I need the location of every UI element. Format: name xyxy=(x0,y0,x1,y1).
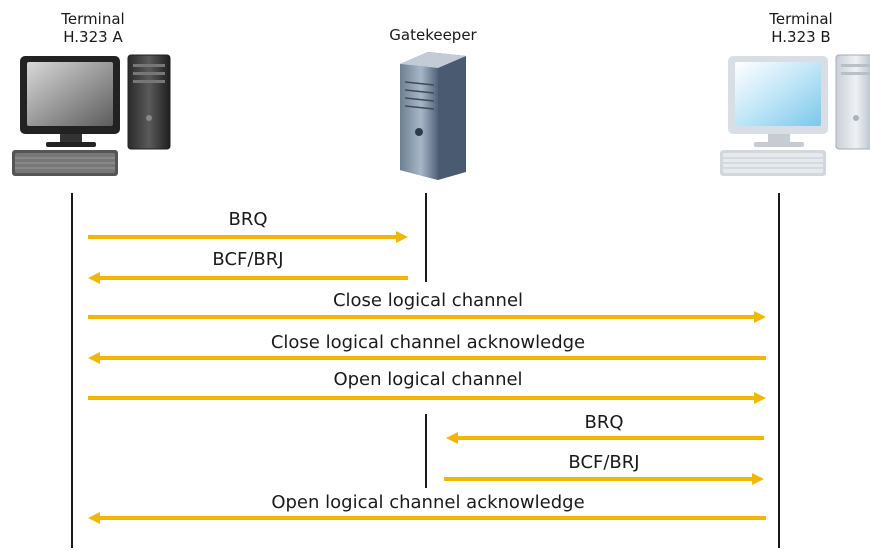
message-4: Close logical channel acknowledge xyxy=(88,332,766,364)
terminal-b-subtitle: H.323 B xyxy=(771,28,831,46)
message-6-label: BRQ xyxy=(584,412,623,433)
message-3: Close logical channel xyxy=(88,290,766,323)
terminal-a-title: Terminal xyxy=(61,10,125,28)
arrowhead-right-icon xyxy=(754,311,766,323)
arrowhead-left-icon xyxy=(88,272,100,284)
message-7-label: BCF/BRJ xyxy=(568,452,639,473)
message-4-label: Close logical channel acknowledge xyxy=(271,332,585,353)
arrowhead-left-icon xyxy=(88,352,100,364)
gatekeeper-server-icon xyxy=(400,52,466,180)
terminal-a-computer-icon xyxy=(12,54,171,176)
message-5-label: Open logical channel xyxy=(333,369,522,390)
arrowhead-right-icon xyxy=(754,392,766,404)
terminal-b-title: Terminal xyxy=(769,10,833,28)
message-8-label: Open logical channel acknowledge xyxy=(271,492,584,513)
message-2: BCF/BRJ xyxy=(88,249,408,284)
terminal-a-header: Terminal H.323 A xyxy=(28,10,158,46)
arrowhead-left-icon xyxy=(88,512,100,524)
message-2-label: BCF/BRJ xyxy=(212,249,283,270)
gatekeeper-header: Gatekeeper xyxy=(368,26,498,44)
message-6: BRQ xyxy=(446,412,764,444)
message-1: BRQ xyxy=(88,209,408,243)
terminal-b-header: Terminal H.323 B xyxy=(736,10,866,46)
message-5: Open logical channel xyxy=(88,369,766,404)
terminal-a-subtitle: H.323 A xyxy=(63,28,123,46)
gatekeeper-title: Gatekeeper xyxy=(389,26,477,44)
message-8: Open logical channel acknowledge xyxy=(88,492,766,524)
arrowhead-left-icon xyxy=(446,432,458,444)
terminal-b-computer-icon xyxy=(720,54,870,176)
arrowhead-right-icon xyxy=(752,473,764,485)
message-7: BCF/BRJ xyxy=(444,452,764,485)
arrowhead-right-icon xyxy=(396,231,408,243)
message-3-label: Close logical channel xyxy=(333,290,523,311)
message-1-label: BRQ xyxy=(228,209,267,230)
